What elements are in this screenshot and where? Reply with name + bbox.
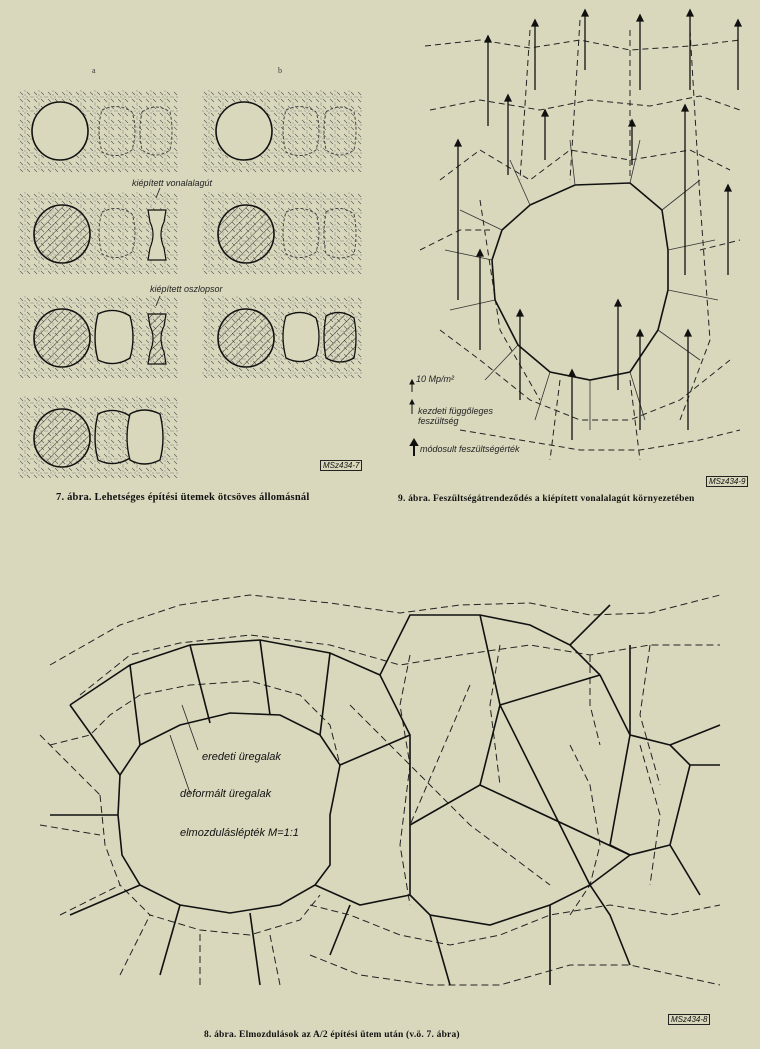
fig7-col-a-stage2 [18, 192, 178, 274]
figure-9: 10 Mp/m² kezdeti függőleges feszültség m… [400, 0, 760, 490]
fig7-tunnel-label: kiépített vonalalagút [132, 178, 213, 188]
fig7-col-b-stage1 [201, 89, 363, 173]
fig8-label-leaders [169, 704, 199, 794]
fig7-stamp: MSz434-7 [320, 460, 363, 471]
fig8-deformed-mesh [39, 594, 721, 986]
figure-8-drawing [39, 594, 721, 986]
fig8-scale-label: elmozduláslépték M=1:1 [180, 827, 299, 839]
fig7-col-b-label: b [278, 66, 282, 75]
fig8-stamp: MSz434-8 [668, 1014, 711, 1025]
fig7-col-a-label: a [92, 66, 96, 75]
figure-7-drawing [17, 89, 363, 478]
fig7-pillar-label: kiépített oszlopsor [150, 284, 223, 294]
fig7-col-b-stage2 [202, 192, 362, 274]
figure-8: eredeti üregalak deformált üregalak elmo… [30, 585, 730, 1005]
fig9-opening [491, 182, 669, 381]
fig8-original-label: eredeti üregalak [202, 751, 281, 763]
fig7-col-b-stage3 [202, 296, 362, 378]
figure-9-drawing [409, 8, 743, 461]
fig9-legend-scale: 10 Mp/m² [416, 374, 455, 384]
figure-7: a b kiépített vonalalagút kiépített oszl… [10, 60, 370, 480]
fig7-col-a-stage3 [18, 296, 178, 378]
fig7-caption: 7. ábra. Lehetséges építési ütemek ötcsö… [56, 492, 310, 503]
fig7-col-a-stage4 [18, 396, 178, 478]
fig9-legend-arrows [409, 378, 419, 456]
fig8-caption: 8. ábra. Elmozdulások az A/2 építési üte… [204, 1030, 460, 1040]
fig9-caption: 9. ábra. Feszültségátrendeződés a kiépít… [398, 494, 695, 504]
fig9-legend-modified: módosult feszültségérték [420, 444, 520, 454]
fig9-stress-arrows [453, 8, 743, 440]
fig9-legend-initial: kezdeti függőleges feszültség [418, 406, 494, 426]
fig7-pillar-leader [155, 295, 161, 307]
fig7-tunnel-leader [155, 187, 161, 199]
fig9-stamp: MSz434-9 [706, 476, 749, 487]
fig8-deformed-label: deformált üregalak [180, 788, 272, 800]
fig8-original-mesh [50, 604, 721, 986]
fig7-col-a-stage1 [17, 89, 179, 173]
